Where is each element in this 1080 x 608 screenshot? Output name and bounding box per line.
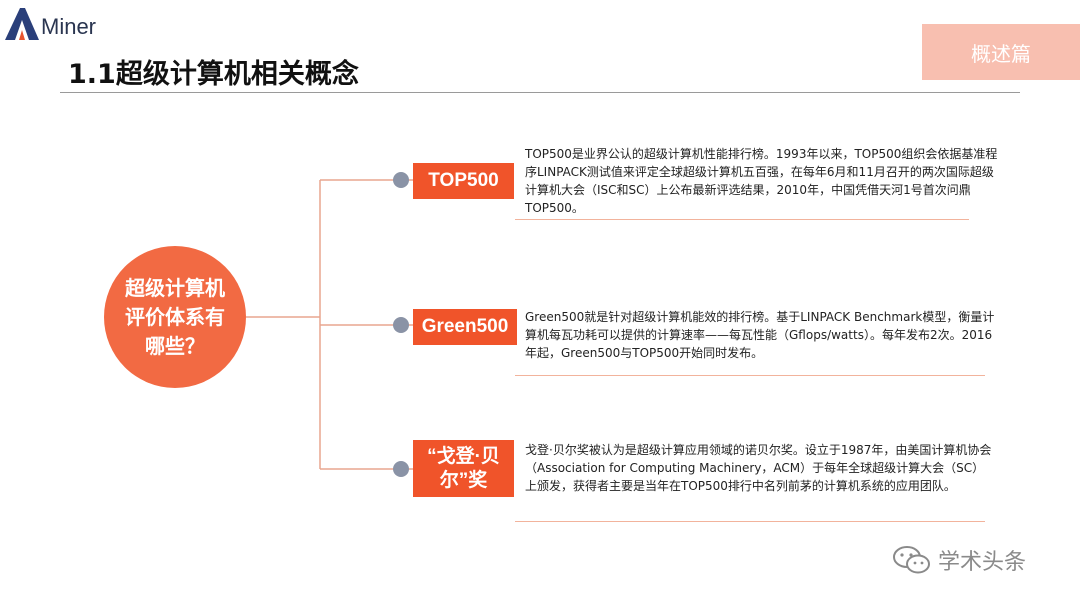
center-topic-circle: 超级计算机评价体系有哪些？ xyxy=(104,246,246,388)
watermark-text: 学术头条 xyxy=(938,550,1027,575)
aminer-logo-icon xyxy=(5,8,39,40)
desc-divider xyxy=(515,521,985,522)
tag-gordon-bell: “戈登·贝尔”奖 xyxy=(413,440,514,497)
aminer-logo: Miner xyxy=(5,4,125,44)
desc-divider xyxy=(515,375,985,376)
page-title: 1.1超级计算机相关概念 xyxy=(68,59,359,90)
section-badge: 概述篇 xyxy=(922,24,1080,80)
tag-top500: TOP500 xyxy=(413,163,514,199)
desc-green500: Green500就是针对超级计算机能效的排行榜。基于LINPACK Benchm… xyxy=(525,310,995,360)
logo-text: Miner xyxy=(41,14,97,39)
desc-gordon-bell: 戈登·贝尔奖被认为是超级计算应用领域的诺贝尔奖。设立于1987年，由美国计算机协… xyxy=(525,443,992,493)
node-dot xyxy=(393,317,409,333)
title-divider xyxy=(60,92,1020,93)
node-dot xyxy=(393,172,409,188)
wechat-icon xyxy=(893,546,930,574)
watermark: 学术头条 xyxy=(892,542,1026,578)
node-dot xyxy=(393,461,409,477)
desc-divider xyxy=(515,219,969,220)
desc-top500: TOP500是业界公认的超级计算机性能排行榜。1993年以来，TOP500组织会… xyxy=(525,147,998,215)
tag-green500: Green500 xyxy=(413,309,517,345)
